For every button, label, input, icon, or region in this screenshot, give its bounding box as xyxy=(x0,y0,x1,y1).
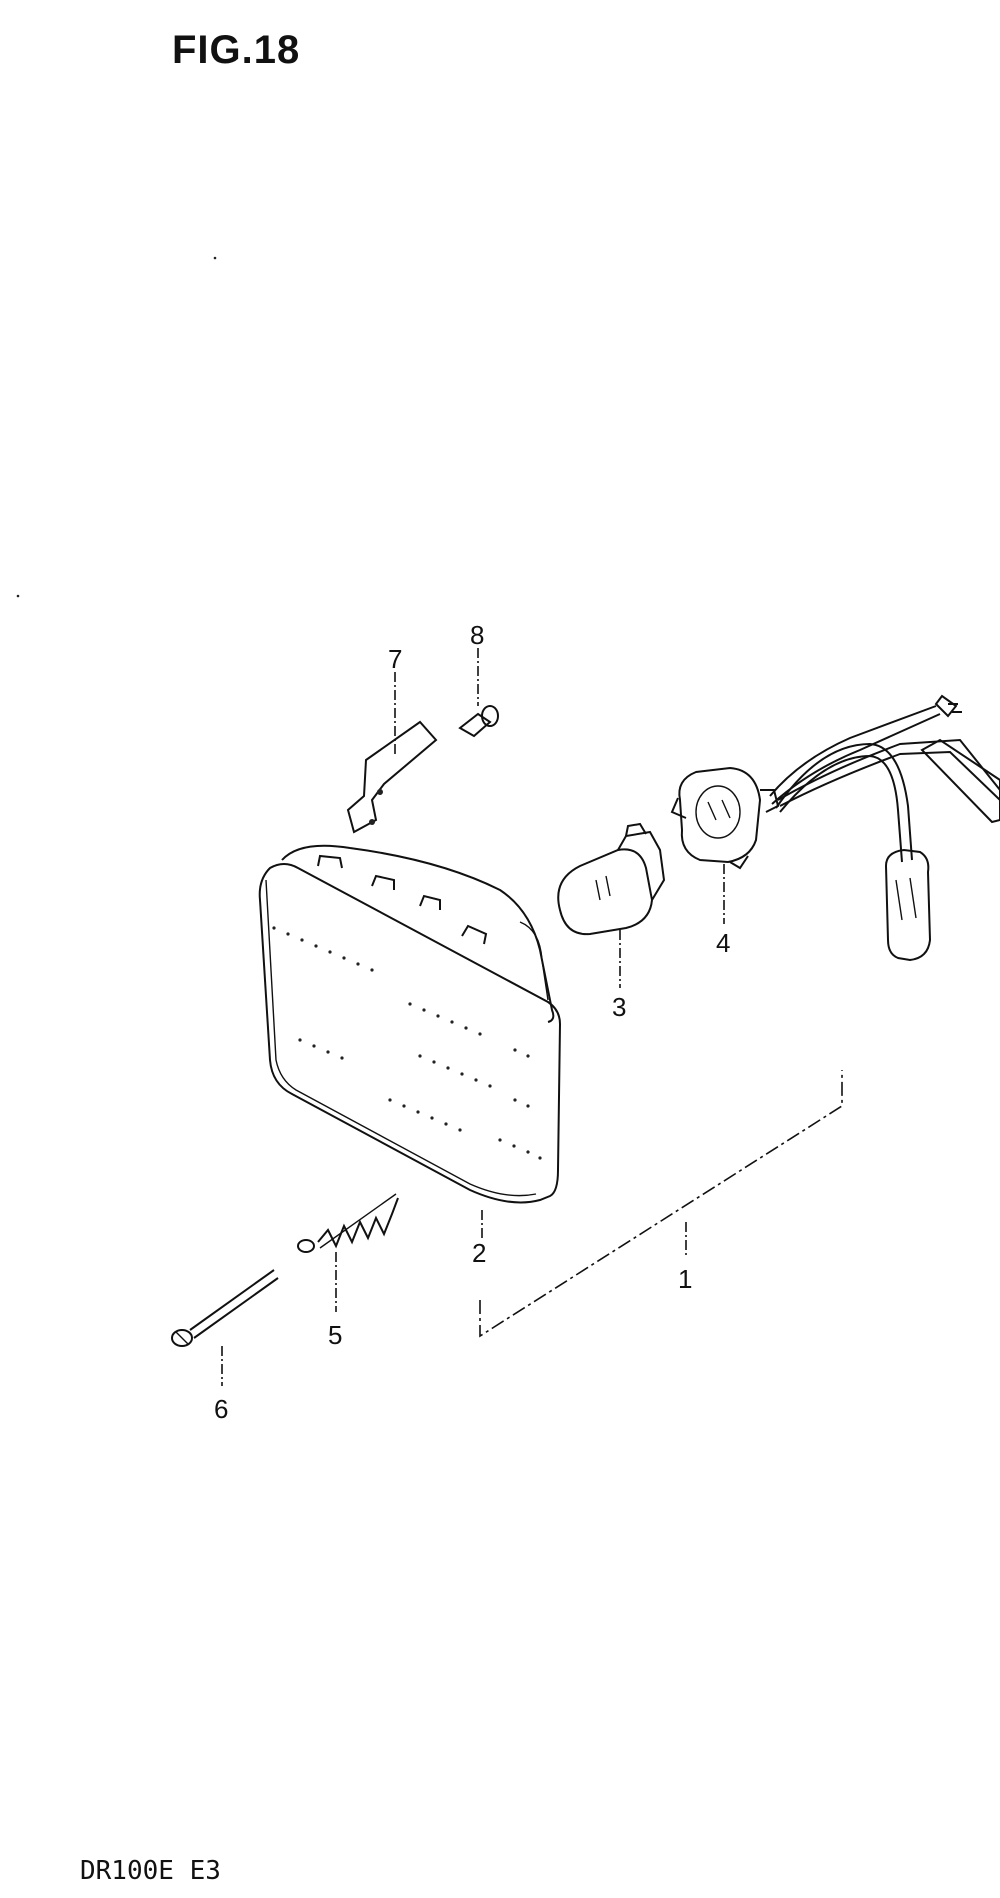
lens-pattern xyxy=(272,926,542,1160)
headlight-unit xyxy=(258,844,562,1204)
callout-3: 3 xyxy=(612,992,626,1022)
socket xyxy=(670,766,780,870)
callout-6: 6 xyxy=(214,1394,228,1424)
figure-title: FIG.18 xyxy=(172,28,301,72)
callout-1: 1 xyxy=(678,1264,692,1294)
callout-8: 8 xyxy=(470,620,484,650)
speck xyxy=(16,594,20,598)
wire-harness xyxy=(769,694,1000,962)
adjusting-screw xyxy=(171,1269,279,1347)
small-screw xyxy=(458,705,499,738)
callout-7: 7 xyxy=(388,644,402,674)
leader-lines xyxy=(221,648,843,1386)
model-code: DR100E E3 xyxy=(80,1856,221,1886)
bulb xyxy=(557,822,666,936)
speck xyxy=(213,256,217,260)
callout-5: 5 xyxy=(328,1320,342,1350)
bracket xyxy=(346,720,438,834)
callouts: 1 2 3 4 5 6 7 8 xyxy=(214,620,730,1424)
spring xyxy=(297,1193,399,1253)
callout-2: 2 xyxy=(472,1238,486,1268)
callout-4: 4 xyxy=(716,928,730,958)
